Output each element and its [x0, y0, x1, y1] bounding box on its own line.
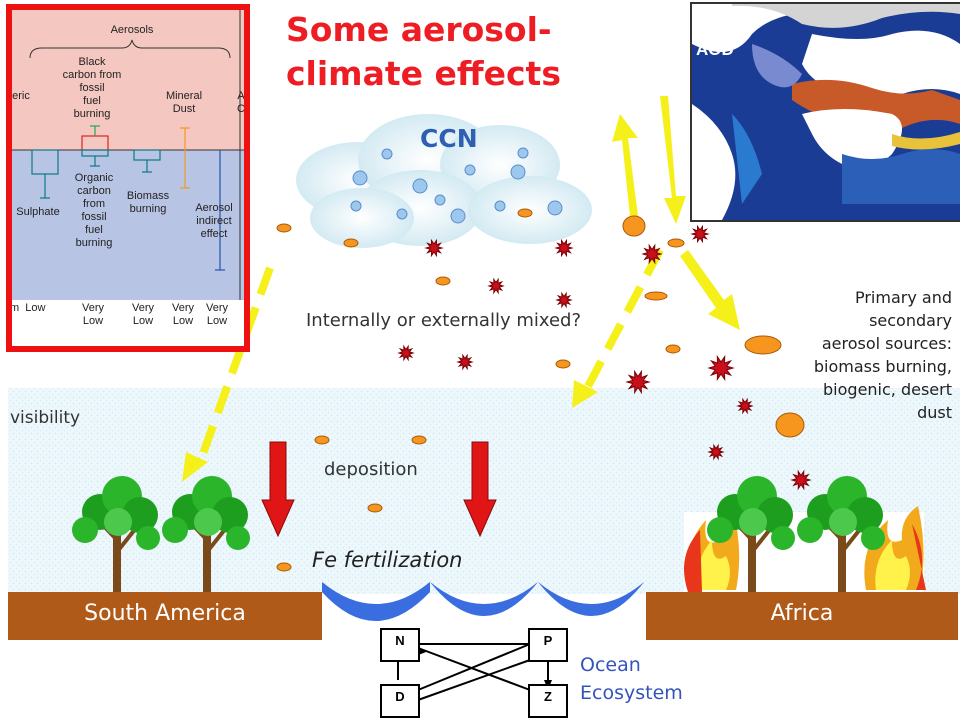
npzd-box-p: P [528, 628, 568, 662]
severi-aod-map [690, 2, 960, 222]
tree [72, 476, 160, 592]
deposition-arrow-left [261, 441, 295, 538]
soot-particle [555, 291, 573, 309]
inset-level-band [12, 300, 244, 346]
inset-bracket [12, 10, 244, 346]
soot-particle [554, 238, 574, 258]
soot-particle [424, 238, 444, 258]
soot-particle [641, 243, 663, 265]
soot-particle [690, 224, 710, 244]
yellow-dashed-arrows [196, 248, 664, 464]
visibility-label: visibility [10, 408, 81, 428]
ground-south-america [8, 592, 322, 640]
soot-particle [707, 443, 725, 461]
deposition-arrow-right [463, 441, 497, 538]
slide-title: Some aerosol-climate effects [286, 10, 561, 93]
soot-particle [790, 469, 812, 491]
ocean-waves-body [322, 582, 644, 616]
deposition-label: deposition [324, 459, 418, 480]
reflected-radiation-arrow [612, 114, 638, 216]
inset-col-label: eric [12, 90, 30, 102]
trees-africa [707, 476, 885, 592]
npzd-box-n: N [380, 628, 420, 662]
npzd-arrows [397, 643, 549, 701]
soot-particle [736, 397, 754, 415]
tree [707, 476, 795, 592]
ccn-label: CCN [420, 124, 478, 153]
incoming-radiation-arrow [660, 96, 686, 224]
tree [162, 476, 250, 592]
orange-aerosols [276, 208, 805, 572]
south-america-label: South America [84, 601, 246, 626]
npzd-box-d: D [380, 684, 420, 718]
tree [797, 476, 885, 592]
mixing-question: Internally or externally mixed? [306, 310, 582, 331]
visibility-dashed-line [196, 266, 274, 464]
cloud-droplets [350, 147, 563, 224]
africa-label: Africa [770, 601, 834, 626]
inset-bars [31, 125, 225, 271]
warming-region [12, 10, 244, 150]
soot-particle [456, 353, 474, 371]
yellow-arrows [612, 96, 740, 330]
fe-fertilization-label: Fe fertilization [312, 548, 463, 572]
dust-transport-dashed-line [580, 248, 664, 396]
soot-particle [397, 344, 415, 362]
aerosol-sources-label: Primary and secondary aerosol sources: b… [813, 288, 952, 422]
soot-particle [487, 277, 505, 295]
scattered-radiation-arrow [680, 250, 740, 330]
yellow-dashed-arrowheads [182, 380, 598, 482]
deposition-arrows [261, 441, 497, 538]
soot-particle [625, 369, 651, 395]
soot-particle [707, 354, 735, 382]
ground-africa [646, 592, 958, 640]
trees-south-america [72, 476, 250, 592]
inset-header: Aerosols [110, 24, 154, 36]
inset-level-label: m Low [10, 302, 46, 314]
npzd-box-z: Z [528, 684, 568, 718]
soot-particles [397, 224, 812, 491]
map-image [692, 4, 960, 220]
inset-col-label: Sulphate [16, 206, 60, 218]
